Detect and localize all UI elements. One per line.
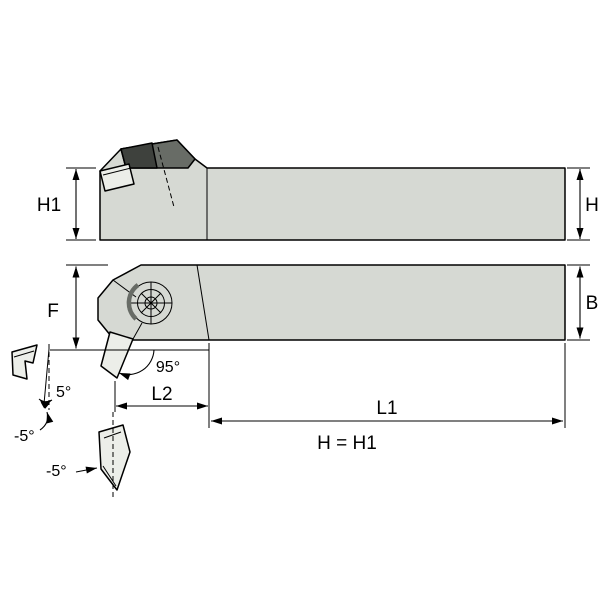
clamp-arc bbox=[126, 283, 140, 321]
label-axial-rake: 5° bbox=[56, 384, 71, 401]
upper-screw-axis bbox=[157, 146, 175, 208]
label-inclination: -5° bbox=[46, 463, 67, 480]
dim-h1: H1 bbox=[37, 167, 96, 241]
label-h1: H1 bbox=[37, 195, 61, 216]
label-l2: L2 bbox=[151, 384, 172, 405]
angle-lead: 95° bbox=[118, 349, 180, 381]
label-h: H bbox=[585, 195, 599, 216]
lower-head-boundary bbox=[196, 264, 210, 341]
angle-arc bbox=[118, 349, 155, 381]
label-l1: L1 bbox=[376, 398, 397, 419]
screw-cross-d2 bbox=[140, 292, 162, 314]
angle-arc bbox=[38, 398, 53, 409]
label-f: F bbox=[47, 301, 59, 322]
upper-insert bbox=[99, 163, 135, 192]
lower-insert bbox=[100, 331, 134, 379]
insert-facet-line bbox=[102, 465, 117, 487]
rake-insert-bottom bbox=[98, 424, 131, 491]
insert-facet-line bbox=[103, 431, 122, 439]
lower-view-top bbox=[97, 264, 566, 379]
label-radial-rake: -5° bbox=[14, 428, 35, 445]
dim-f: F bbox=[47, 264, 108, 349]
dim-l1: L1 bbox=[208, 343, 566, 428]
label-lead-angle: 95° bbox=[156, 359, 180, 376]
upper-view-side bbox=[99, 139, 566, 241]
dim-l2: L2 bbox=[114, 381, 208, 412]
rake-detail-bottom: -5° bbox=[46, 412, 131, 498]
upper-clamp-front bbox=[120, 142, 158, 169]
note-h-equals-h1: H = H1 bbox=[317, 433, 377, 454]
rake-edge-line bbox=[43, 348, 50, 405]
clamp-screw bbox=[126, 281, 173, 325]
insert-pocket-line bbox=[132, 322, 143, 340]
leader-arrow bbox=[39, 411, 54, 431]
leader-arrow bbox=[75, 466, 98, 474]
dim-h: H bbox=[567, 167, 599, 241]
rake-insert-top bbox=[11, 344, 38, 380]
label-b: B bbox=[586, 293, 599, 314]
upper-insert-edge bbox=[102, 167, 132, 176]
insert-facet-line bbox=[13, 350, 35, 358]
dim-b: B bbox=[567, 264, 599, 341]
rake-detail-top: 5° -5° bbox=[11, 344, 71, 445]
